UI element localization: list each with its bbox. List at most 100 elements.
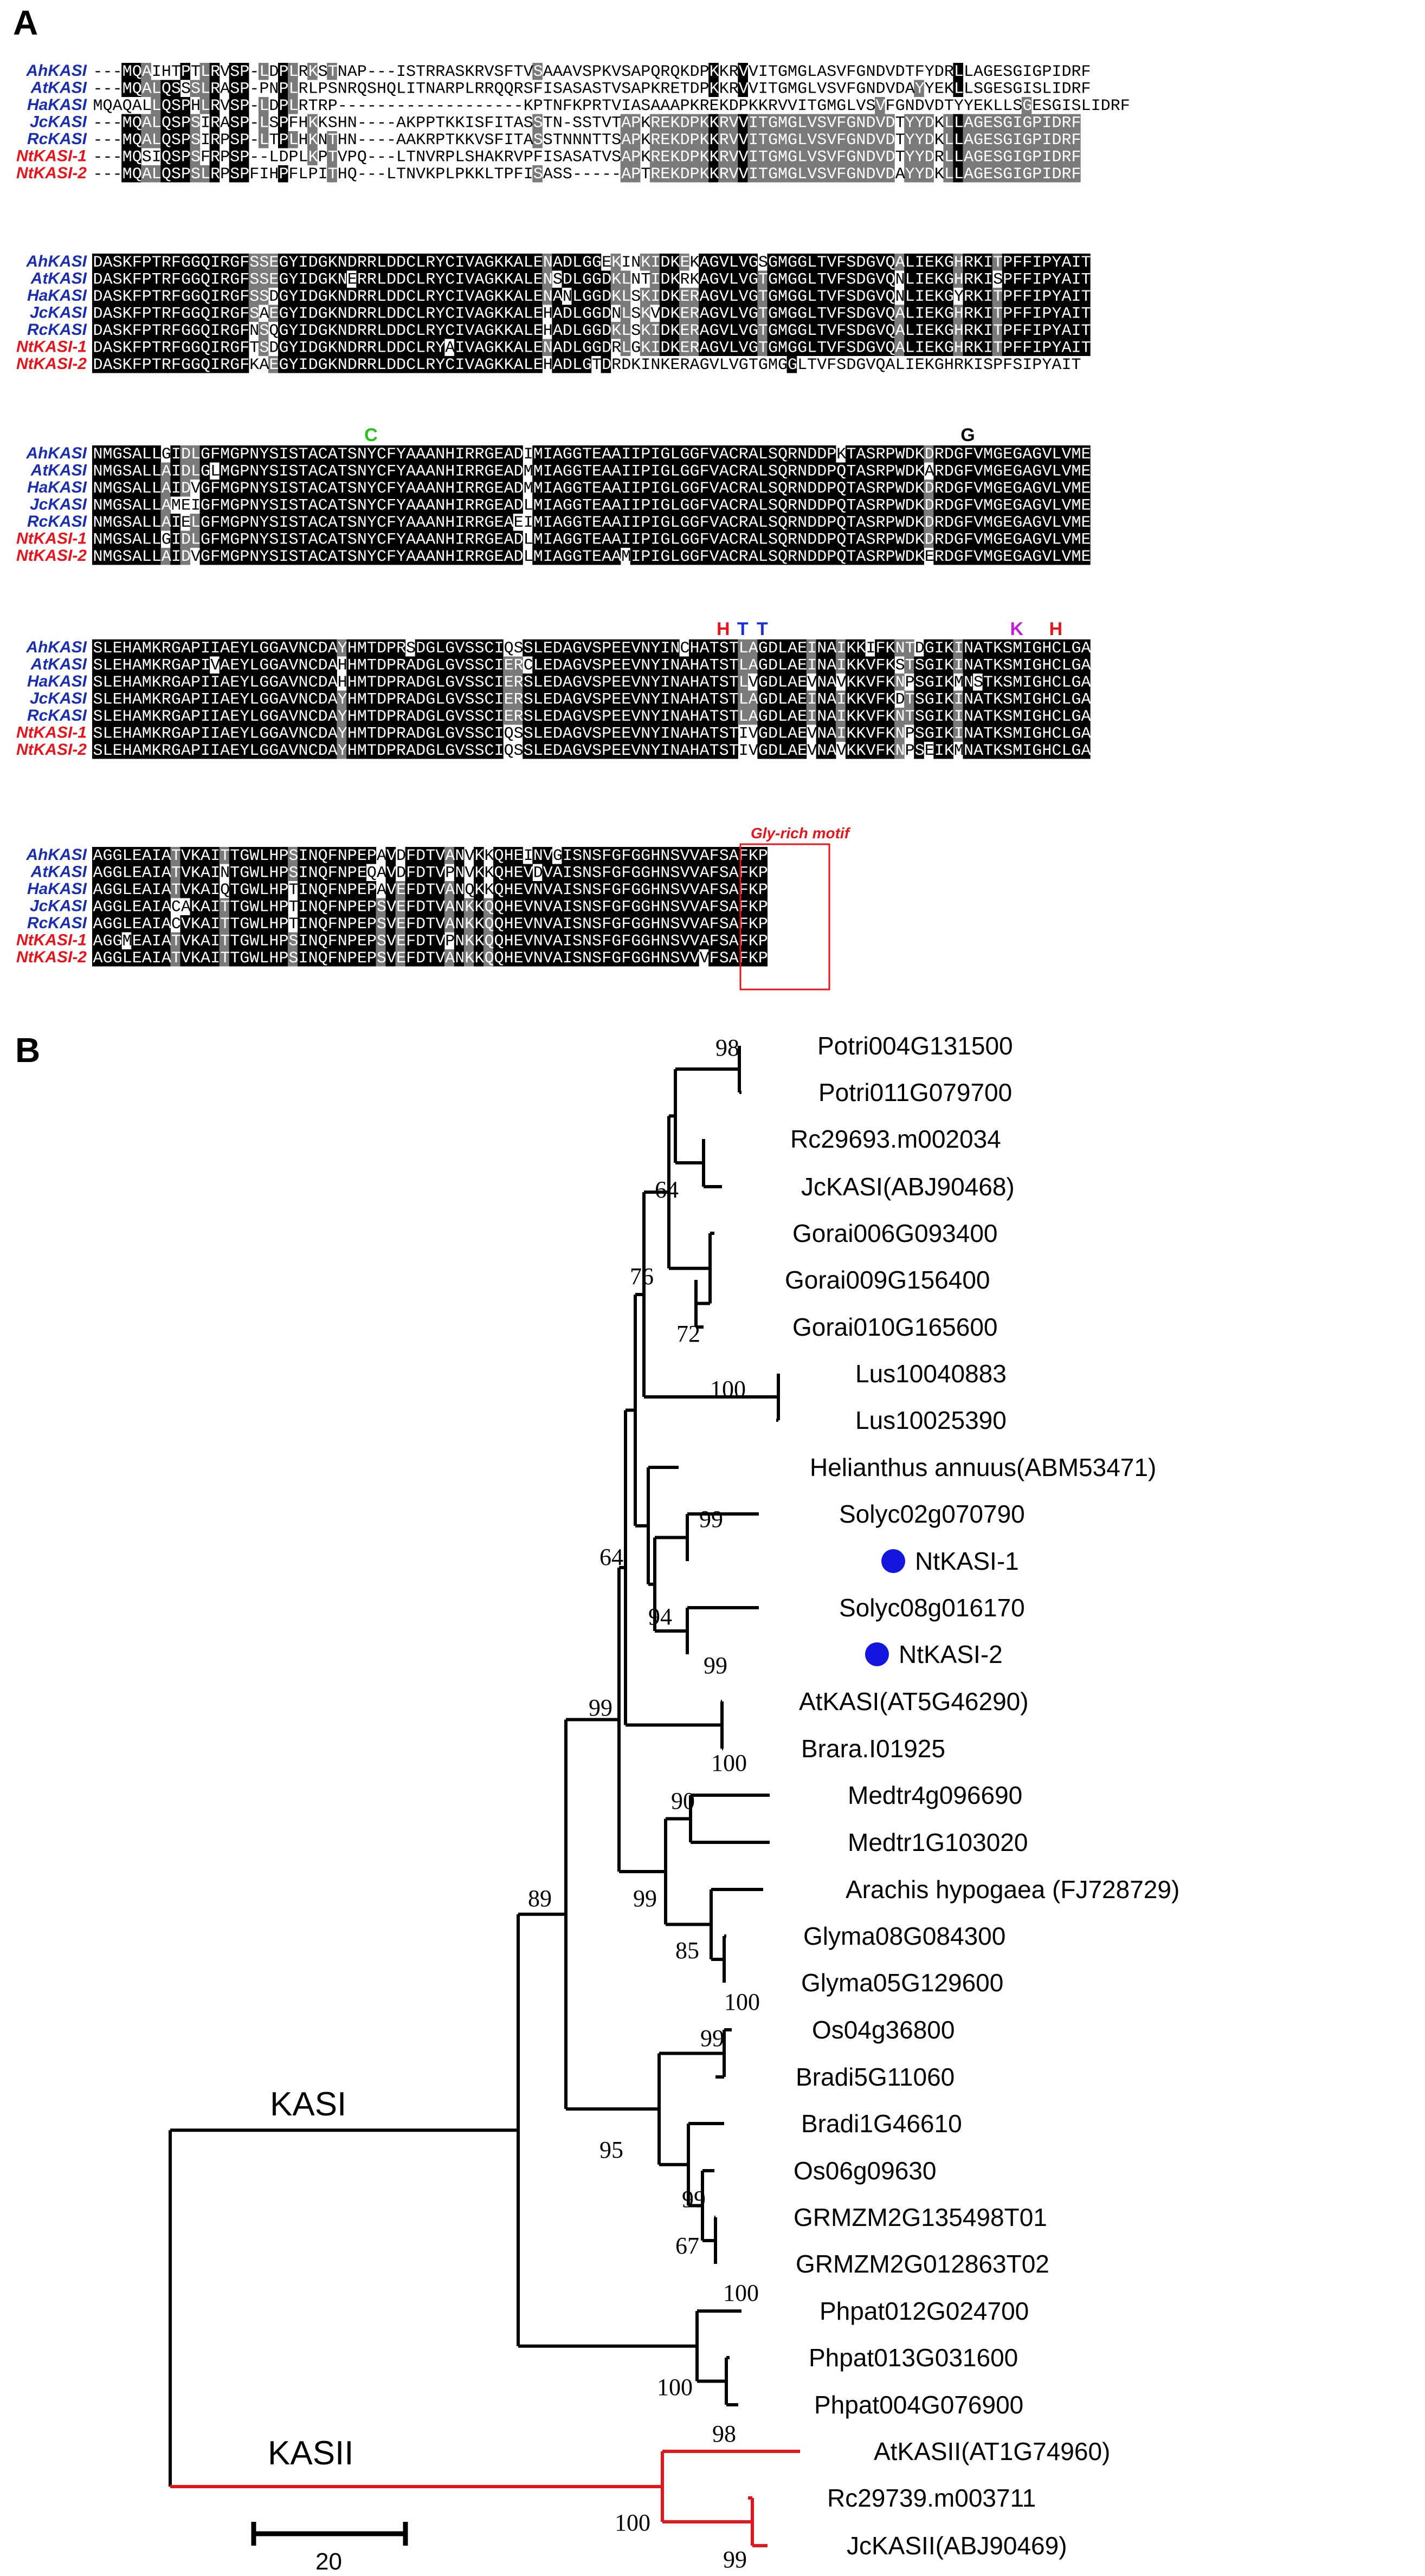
residue-shading <box>190 114 201 131</box>
residue-shading <box>1021 114 1032 131</box>
clade-label-kasi: KASI <box>270 2086 346 2123</box>
taxon-label: AtKASII(AT1G74960) <box>874 2437 1110 2465</box>
residue-shading <box>620 114 631 131</box>
residue-shading <box>141 63 151 80</box>
residue-shading <box>278 63 288 80</box>
residue-shading <box>180 114 191 131</box>
taxon-label: Potri004G131500 <box>817 1032 1013 1060</box>
sequence-residues: SLEHAMKRGAPIIAEYLGGAVNCDAYHMTDPRADGLGVSS… <box>93 708 1091 726</box>
bootstrap-value: 64 <box>655 1176 679 1203</box>
bootstrap-value: 99 <box>682 2186 706 2212</box>
residue-shading <box>806 131 817 148</box>
residue-shading <box>953 114 964 131</box>
residue-shading <box>278 97 288 114</box>
taxon-label: Gorai009G156400 <box>785 1266 990 1294</box>
residue-shading <box>914 131 924 148</box>
residue-shading <box>972 131 983 148</box>
residue-shading <box>170 114 181 131</box>
residue-shading <box>885 131 895 148</box>
sequence-residues: DASKFPTRFGGQIRGFSAEGYIDGKNDRRLDDCLRYCIVA… <box>93 305 1091 323</box>
residue-shading <box>943 131 953 148</box>
sequence-residues: ---MQALQSPSLRPSPFIHPFLPITHQ---LTNVKPLPKK… <box>93 165 1081 184</box>
residue-shading <box>1060 131 1071 148</box>
taxon-label: Rc29693.m002034 <box>790 1125 1001 1153</box>
sequence-residues: ---MQALQSPSIRASP-LSPFHKKSHN----AKPPTKKIS… <box>93 114 1081 133</box>
taxon-label: Rc29739.m003711 <box>827 2484 1036 2512</box>
residue-shading <box>278 131 288 148</box>
taxon-labels: Potri004G131500Potri011G079700Rc29693.m0… <box>785 1032 1179 2560</box>
residue-shading <box>757 148 768 165</box>
taxon-label: NtKASI-1 <box>915 1547 1019 1575</box>
alignment-row: RcKASI AGGLEAIACVKAITTGWLHPTINQFNPEPSVEFD… <box>27 914 768 934</box>
clade-label-kasii: KASII <box>268 2435 354 2472</box>
residue-shading <box>767 131 778 148</box>
residue-shading <box>963 114 973 131</box>
residue-shading <box>229 148 240 165</box>
sequence-residues: AGGLEAIATVKAITTGWLHPSINQFNPEPSVEFDTVANKK… <box>93 949 768 968</box>
residue-shading <box>170 80 181 97</box>
residue-shading <box>699 114 709 131</box>
bootstrap-value: 100 <box>711 1750 747 1776</box>
residue-shading <box>1002 131 1013 148</box>
residue-shading <box>845 131 856 148</box>
sequence-name: AhKASI <box>25 253 87 270</box>
sequence-residues: AGGLEAIACVKAITTGWLHPTINQFNPEPSVEFDTVANKK… <box>93 915 768 934</box>
residue-shading <box>796 114 807 131</box>
sequence-residues: SLEHAMKRGAPIVAEYLGGAVNCDAHHMTDPRADGLGVSS… <box>93 657 1091 675</box>
residue-shading <box>229 97 240 114</box>
residue-shading <box>855 148 866 165</box>
residue-shading <box>180 148 191 165</box>
residue-shading <box>327 148 337 165</box>
residue-shading <box>327 63 337 80</box>
residue-shading <box>238 97 249 114</box>
residue-shading <box>1060 114 1071 131</box>
residue-shading <box>738 131 748 148</box>
residue-shading <box>679 148 689 165</box>
residue-shading <box>777 148 788 165</box>
residue-shading <box>121 114 132 131</box>
bootstrap-value: 89 <box>528 1885 552 1912</box>
residue-shading <box>669 148 680 165</box>
bootstrap-value: 98 <box>715 1034 739 1061</box>
taxon-label: Bradi5G11060 <box>796 2063 955 2091</box>
bootstrap-value: 99 <box>723 2546 747 2573</box>
bootstrap-value: 64 <box>599 1544 623 1570</box>
taxon-label: JcKASII(ABJ90469) <box>847 2532 1067 2560</box>
sequence-residues: SLEHAMKRGAPIIAEYLGGAVNCDAYHMTDPRSDGLGVSS… <box>93 639 1091 658</box>
residue-shading <box>855 131 866 148</box>
bootstrap-value: 90 <box>671 1788 695 1814</box>
panel-b-phylogenetic-tree: B Potri004G131500Potri011G079700Rc29693.… <box>15 1031 1179 2575</box>
bootstrap-value: 99 <box>699 1506 723 1532</box>
residue-shading <box>209 114 220 131</box>
residue-shading <box>258 63 269 80</box>
residue-shading <box>160 131 171 148</box>
sequence-residues: NMGSALLAIELGFMGPNYSISTACATSNYCFYAAANHIRR… <box>93 514 1091 532</box>
alignment-row: JcKASI---MQALQSPSIRASP-LSPFHKKSHN----AKP… <box>30 113 1081 133</box>
residue-shading <box>747 148 758 165</box>
residue-marker: T <box>737 619 749 639</box>
sequence-name: NtKASI-1 <box>16 724 87 742</box>
residue-shading <box>738 63 748 80</box>
residue-shading <box>914 80 924 97</box>
residue-shading <box>982 148 993 165</box>
sequence-residues: MQAQALLQSPHLRVSP-LDPLRTRP---------------… <box>93 97 1130 115</box>
residue-shading <box>238 148 249 165</box>
taxon-label: JcKASI(ABJ90468) <box>801 1173 1015 1201</box>
alignment-row: NtKASI-1---MQSIQSPSFRPSP--LDPLKPTVPQ---L… <box>16 147 1081 167</box>
sequence-name: NtKASI-2 <box>16 355 87 373</box>
residue-shading <box>943 148 953 165</box>
residue-shading <box>288 80 298 97</box>
sequence-name: RcKASI <box>27 914 87 932</box>
residue-shading <box>121 131 132 148</box>
